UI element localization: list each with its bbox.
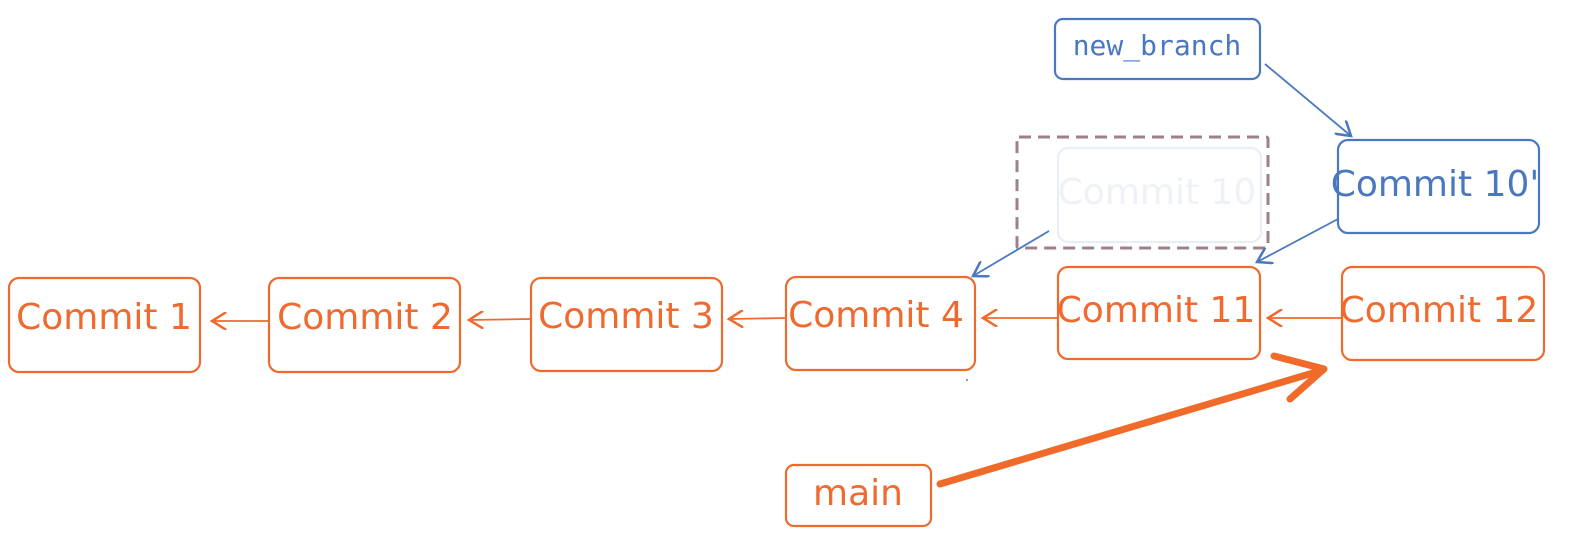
old-commit-10-ghost-box: [1056, 146, 1263, 244]
arrow-commit-4-to-3: [729, 318, 787, 319]
commit-3-label: Commit 3: [538, 296, 714, 337]
arrow-new-branch-to-commit-10-prime: [1264, 63, 1351, 136]
old-commit-10-group: Commit 10: [1015, 135, 1270, 250]
commit-parent-arrows: [212, 318, 1342, 321]
main-arrow-shaft: [936, 366, 1327, 488]
commit-node-1: Commit 1: [7, 276, 202, 374]
commit-12-box: [1340, 265, 1546, 362]
main-label-group: main: [784, 463, 933, 528]
arrow-old-commit-10-to-4: [973, 230, 1050, 276]
commit-11-box: [1056, 265, 1262, 361]
main-label-box: [784, 463, 933, 528]
new-branch-label-group: new_branch: [1053, 17, 1262, 81]
old-commit-10-dashed-outline: [1015, 135, 1270, 250]
commit-1-box: [7, 276, 202, 374]
commit-4-box: [784, 275, 977, 372]
main-arrow-head: [1270, 352, 1328, 403]
commit-2-label: Commit 2: [277, 297, 453, 338]
commit-2-box: [267, 276, 462, 374]
new-branch-label: new_branch: [1073, 29, 1242, 63]
commit-node-10-prime: Commit 10': [1331, 138, 1541, 235]
commit-node-11: Commit 11: [1056, 265, 1262, 361]
old-commit-10-label: Commit 10: [1058, 172, 1257, 213]
commit-10-prime-label: Commit 10': [1331, 164, 1540, 205]
main-pointer-arrow: [936, 352, 1328, 488]
commit-12-label: Commit 12: [1340, 290, 1539, 331]
commit-3-box: [529, 276, 724, 373]
commit-node-3: Commit 3: [529, 276, 724, 373]
main-label-text: main: [813, 473, 903, 514]
arrow-commit-10-prime-to-11: [1257, 218, 1339, 262]
commit-node-2: Commit 2: [267, 276, 462, 374]
new-branch-box: [1053, 17, 1262, 81]
diagram-speck: [965, 378, 969, 382]
commit-node-4: Commit 4: [784, 275, 977, 372]
commit-1-label: Commit 1: [16, 297, 192, 338]
arrow-commit-3-to-2: [469, 319, 532, 320]
commit-11-label: Commit 11: [1057, 290, 1256, 331]
branch-arrows: [973, 63, 1351, 276]
commit-10-prime-box: [1336, 138, 1541, 235]
commit-4-label: Commit 4: [788, 295, 964, 336]
commit-node-12: Commit 12: [1340, 265, 1546, 362]
